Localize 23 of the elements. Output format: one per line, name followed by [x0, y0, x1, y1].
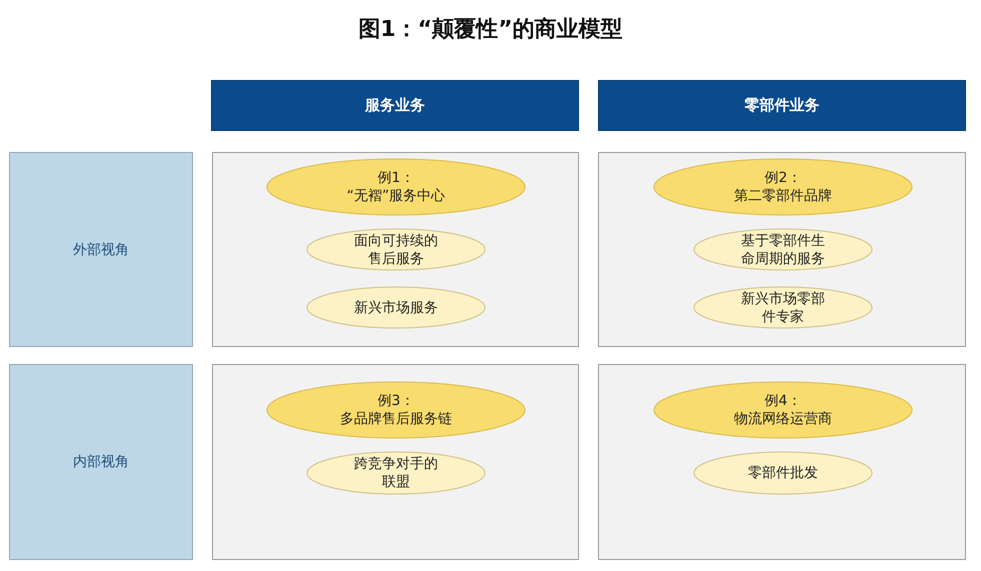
- quadrant-panel: [598, 364, 966, 560]
- row-header: 外部视角: [9, 152, 193, 347]
- node-text: 第二零部件品牌: [734, 187, 832, 205]
- node-text: 例2：: [764, 169, 802, 187]
- diagram-title: 图1：“颠覆性”的商业模型: [357, 16, 624, 44]
- node-text: 物流网络运营商: [734, 410, 832, 428]
- node-text: 新兴市场零部件专家: [740, 290, 826, 326]
- node-text: “无褶”服务中心: [346, 187, 446, 205]
- node-text: 基于零部件生命周期的服务: [740, 232, 826, 268]
- node-text: 新兴市场服务: [354, 298, 438, 316]
- node-text: 跨竞争对手的联盟: [353, 455, 439, 491]
- node-text: 多品牌售后服务链: [340, 410, 452, 428]
- node-text: 例4：: [764, 392, 802, 410]
- quadrant-panel: [212, 364, 579, 560]
- node-text: 例3：: [378, 392, 414, 410]
- quadrant-panel: [598, 152, 966, 347]
- column-header: 零部件业务: [598, 80, 966, 131]
- node-text: 例1：: [378, 169, 414, 187]
- node-text: 零部件批发: [748, 464, 818, 482]
- row-header: 内部视角: [9, 364, 193, 560]
- column-header: 服务业务: [211, 80, 579, 131]
- node-text: 面向可持续的售后服务: [353, 232, 439, 268]
- quadrant-panel: [212, 152, 579, 347]
